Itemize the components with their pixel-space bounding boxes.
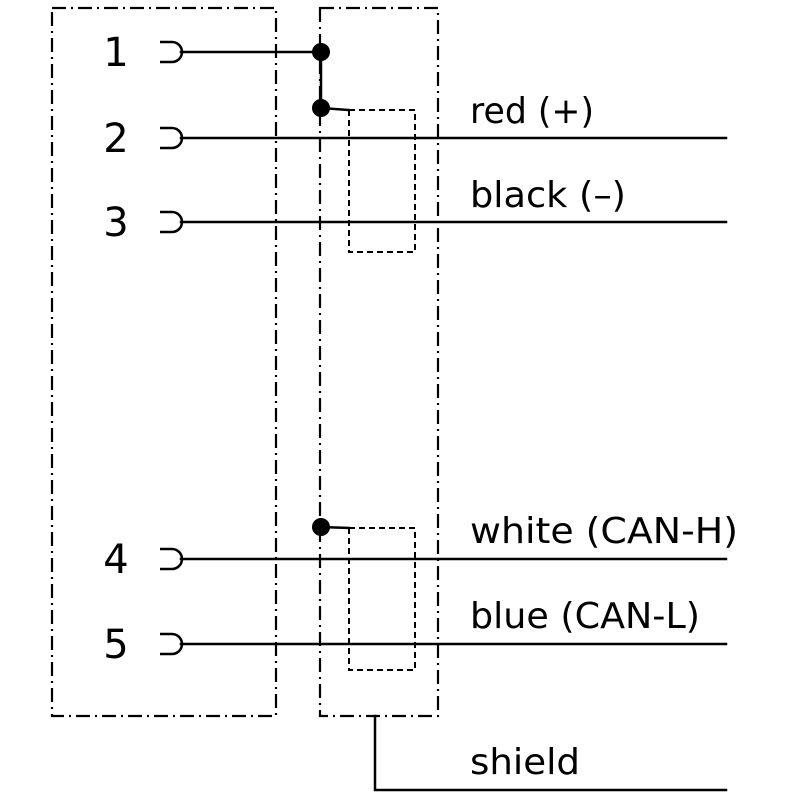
socket-contact-2 [160, 126, 184, 150]
twisted-pair-outline-power [348, 109, 416, 253]
pin-number-3: 3 [103, 200, 128, 246]
twisted-pair-outline-can [348, 527, 416, 671]
socket-contact-3 [160, 210, 184, 234]
cable-shield-outline [318, 6, 440, 718]
wire-label-blue: blue (CAN-L) [470, 596, 700, 637]
wire-label-black: black (–) [470, 175, 626, 216]
connector-housing [50, 6, 278, 718]
socket-contact-4 [160, 547, 184, 571]
pin-number-1: 1 [103, 30, 128, 76]
pin-number-2: 2 [103, 116, 128, 162]
junction-node-shield-can [312, 518, 330, 536]
junction-node-shield-power [312, 99, 330, 117]
wire-label-white: white (CAN-H) [470, 511, 738, 552]
wire-shield [373, 714, 728, 792]
socket-contact-5 [160, 632, 184, 656]
pin-number-5: 5 [103, 622, 128, 668]
socket-contact-1 [160, 40, 184, 64]
junction-node-pin-1 [312, 43, 330, 61]
pin-number-4: 4 [103, 537, 128, 583]
wire-label-shield: shield [470, 742, 580, 783]
wire-label-red: red (+) [470, 91, 594, 132]
